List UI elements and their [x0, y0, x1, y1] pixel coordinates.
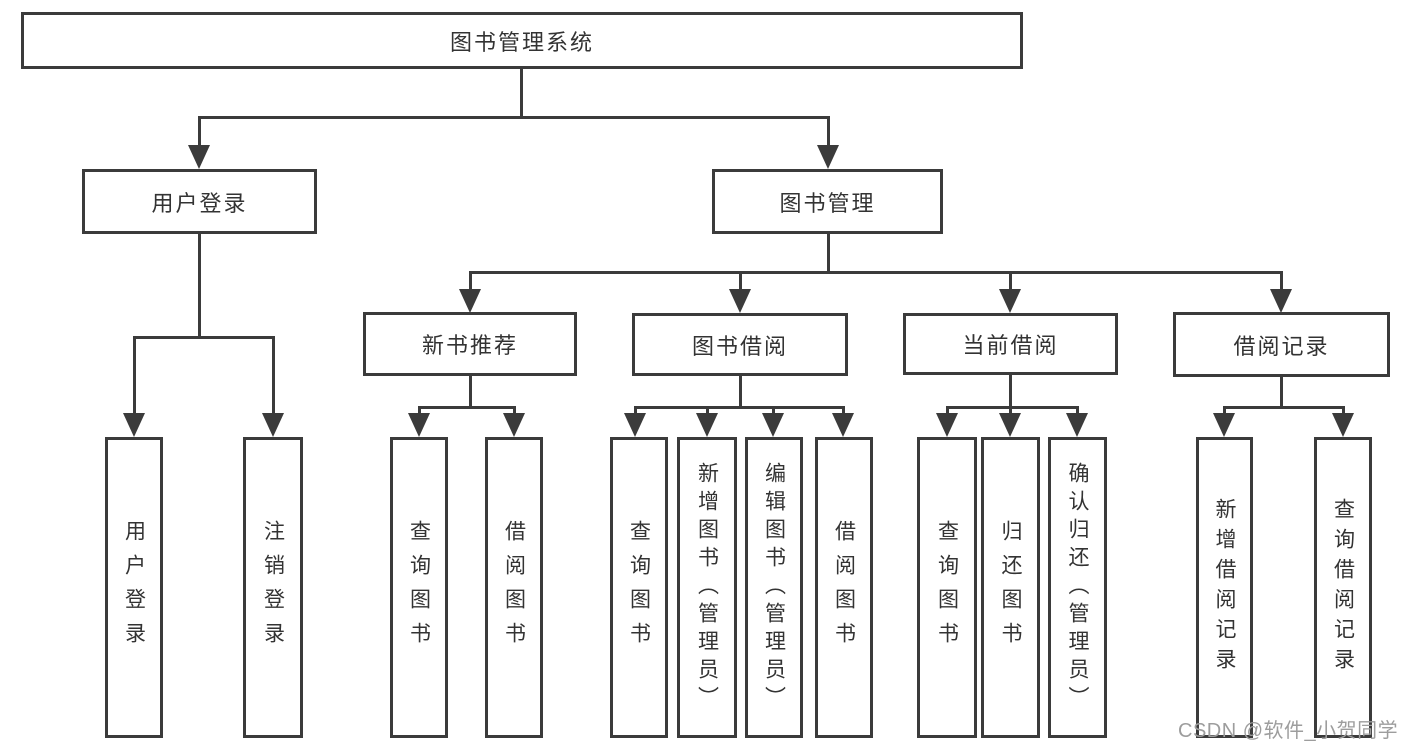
leaf-borrow-books-newbook: 借阅图书	[485, 437, 543, 738]
connector-line	[272, 336, 275, 416]
arrowhead-icon	[817, 145, 839, 169]
node-book-management: 图书管理	[712, 169, 943, 234]
leaf-label: 查询图书	[935, 519, 959, 656]
arrowhead-icon	[729, 289, 751, 313]
connector-line	[946, 406, 949, 416]
connector-line	[418, 406, 421, 416]
node-label: 新书推荐	[421, 333, 518, 358]
arrowhead-icon	[188, 145, 210, 169]
connector-book-management-stub	[827, 232, 830, 274]
connector-new-book-stub	[469, 374, 472, 409]
connector-book-management-children-line	[469, 271, 1282, 274]
arrowhead-icon	[123, 413, 145, 437]
leaf-label: 新增借阅记录	[1213, 497, 1236, 678]
node-label: 图书借阅	[691, 333, 788, 359]
connector-user-login-children-line	[133, 336, 274, 339]
leaf-label: 确认归还（管理员）	[1066, 461, 1089, 714]
connector-current-borrowing-stub	[1009, 374, 1012, 409]
node-user-login: 用户登录	[82, 169, 317, 234]
connector-line	[706, 406, 709, 416]
arrowhead-icon	[1270, 289, 1292, 313]
connector-line	[198, 116, 201, 148]
arrowhead-icon	[999, 289, 1021, 313]
arrowhead-icon	[624, 413, 646, 437]
node-label: 当前借阅	[962, 333, 1059, 358]
csdn-watermark: CSDN @软件_小贺同学	[1178, 720, 1399, 742]
leaf-add-borrow-record: 新增借阅记录	[1196, 437, 1253, 738]
arrowhead-icon	[1213, 413, 1235, 437]
connector-new-book-children-line	[418, 406, 516, 409]
leaf-label: 借阅图书	[502, 519, 526, 656]
connector-line	[1009, 406, 1012, 416]
connector-line	[772, 406, 775, 416]
leaf-edit-book-admin: 编辑图书（管理员）	[745, 437, 803, 738]
connector-level1-line	[199, 116, 829, 119]
arrowhead-icon	[999, 413, 1021, 437]
connector-line	[634, 406, 637, 416]
leaf-query-books-borrowing: 查询图书	[610, 437, 668, 738]
connector-line	[739, 271, 742, 292]
connector-book-borrowing-children-line	[634, 406, 845, 409]
leaf-return-books: 归还图书	[981, 437, 1040, 738]
connector-line	[827, 116, 830, 148]
node-current-borrowing: 当前借阅	[903, 313, 1118, 375]
leaf-add-book-admin: 新增图书（管理员）	[677, 437, 737, 738]
leaf-label: 注销登录	[261, 519, 285, 656]
connector-line	[1280, 271, 1283, 292]
leaf-logout: 注销登录	[243, 437, 303, 738]
connector-line	[842, 406, 845, 416]
connector-line	[513, 406, 516, 416]
leaf-label: 借阅图书	[832, 519, 856, 656]
arrowhead-icon	[408, 413, 430, 437]
arrowhead-icon	[262, 413, 284, 437]
connector-line	[133, 336, 136, 416]
arrowhead-icon	[832, 413, 854, 437]
node-root: 图书管理系统	[21, 12, 1023, 69]
connector-current-borrowing-children-line	[946, 406, 1079, 409]
connector-line	[1223, 406, 1226, 416]
leaf-label: 新增图书（管理员）	[695, 461, 719, 714]
arrowhead-icon	[503, 413, 525, 437]
leaf-label: 用户登录	[122, 519, 146, 656]
connector-borrowing-records-children-line	[1223, 406, 1345, 409]
connector-line	[1342, 406, 1345, 416]
leaf-label: 查询图书	[627, 519, 651, 656]
connector-book-borrowing-stub	[739, 375, 742, 409]
connector-line	[469, 271, 472, 292]
leaf-query-books-newbook: 查询图书	[390, 437, 448, 738]
leaf-label: 查询图书	[407, 519, 431, 656]
node-label: 图书管理系统	[449, 29, 594, 55]
connector-line	[1076, 406, 1079, 416]
leaf-query-borrow-record: 查询借阅记录	[1314, 437, 1372, 738]
arrowhead-icon	[1332, 413, 1354, 437]
leaf-label: 编辑图书（管理员）	[762, 461, 786, 714]
arrowhead-icon	[936, 413, 958, 437]
node-book-borrowing: 图书借阅	[632, 313, 848, 376]
leaf-query-books-current: 查询图书	[917, 437, 977, 738]
connector-root-stub	[520, 68, 523, 119]
connector-line	[1009, 271, 1012, 292]
node-borrowing-records: 借阅记录	[1173, 312, 1390, 377]
leaf-user-login: 用户登录	[105, 437, 163, 738]
arrowhead-icon	[762, 413, 784, 437]
leaf-borrow-books-borrowing: 借阅图书	[815, 437, 873, 738]
arrowhead-icon	[1066, 413, 1088, 437]
node-new-book-recommend: 新书推荐	[363, 312, 577, 376]
leaf-label: 归还图书	[999, 519, 1022, 656]
arrowhead-icon	[696, 413, 718, 437]
connector-user-login-stub	[198, 232, 201, 339]
node-label: 借阅记录	[1233, 333, 1330, 359]
node-label: 用户登录	[151, 190, 248, 216]
leaf-confirm-return-admin: 确认归还（管理员）	[1048, 437, 1107, 738]
leaf-label: 查询借阅记录	[1331, 497, 1355, 678]
node-label: 图书管理	[779, 190, 876, 216]
connector-borrowing-records-stub	[1280, 375, 1283, 409]
arrowhead-icon	[459, 289, 481, 313]
